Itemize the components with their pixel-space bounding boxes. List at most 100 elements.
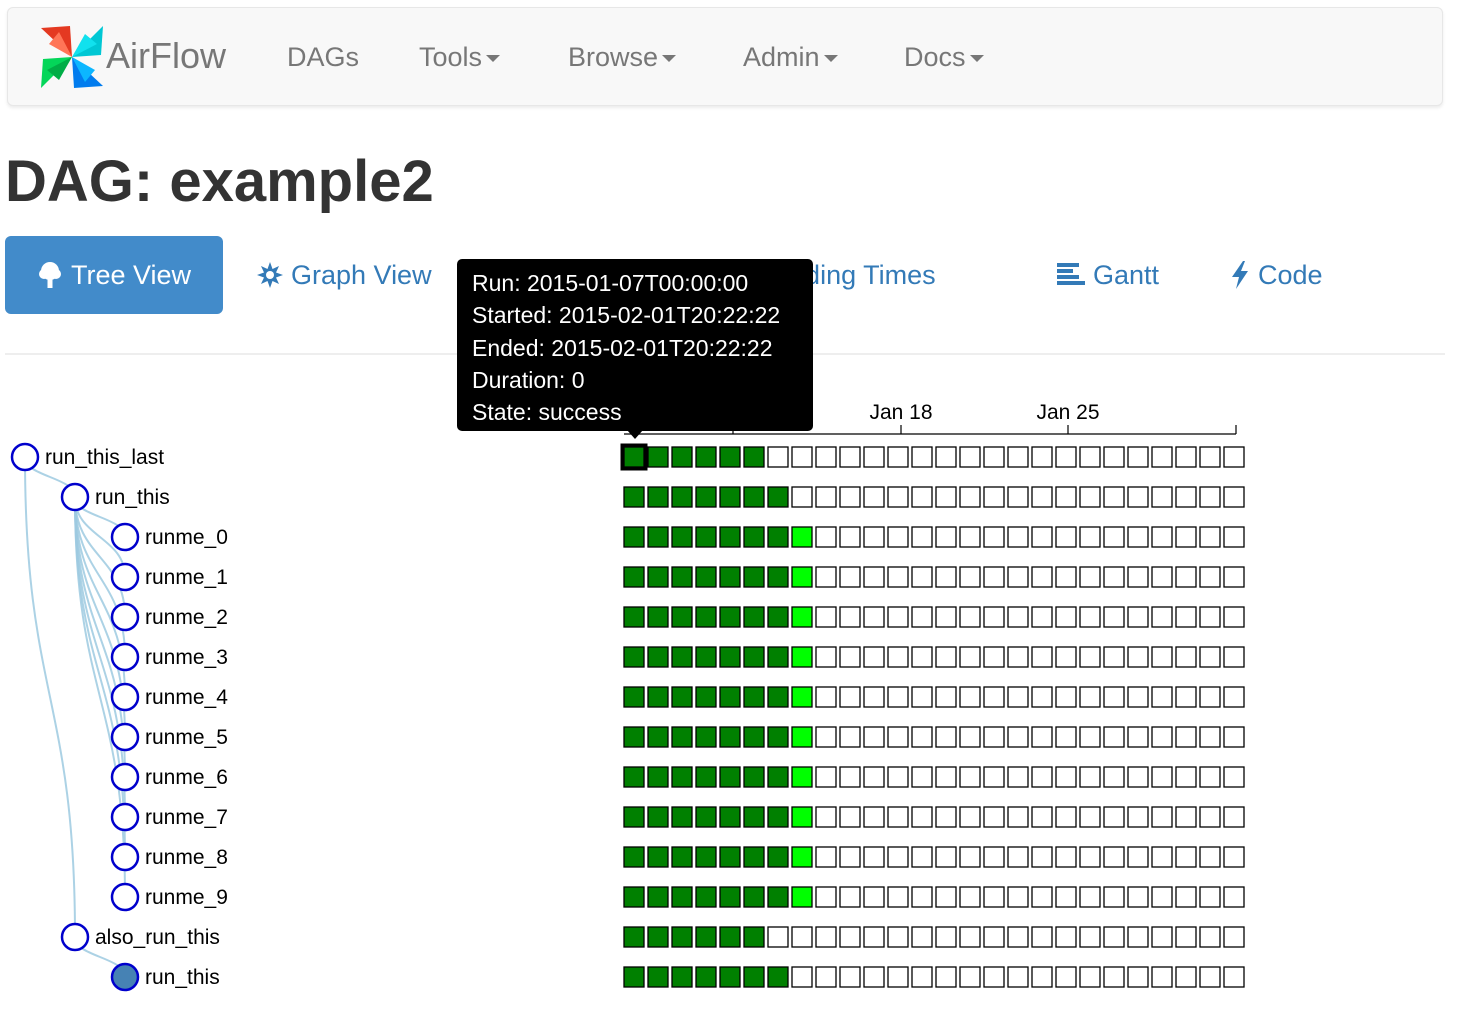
task-instance-square[interactable] (671, 766, 693, 788)
task-instance-square[interactable] (1103, 446, 1125, 468)
task-instance-square[interactable] (1151, 526, 1173, 548)
task-instance-square[interactable] (1007, 526, 1029, 548)
task-instance-square[interactable] (791, 526, 813, 548)
task-instance-square[interactable] (815, 446, 837, 468)
task-instance-square[interactable] (1031, 686, 1053, 708)
task-instance-square[interactable] (671, 486, 693, 508)
task-instance-square[interactable] (1031, 726, 1053, 748)
task-instance-square[interactable] (911, 966, 933, 988)
task-instance-square[interactable] (791, 486, 813, 508)
task-instance-square[interactable] (839, 806, 861, 828)
task-instance-square[interactable] (1175, 526, 1197, 548)
task-instance-square[interactable] (719, 446, 741, 468)
tab-code[interactable]: Code (1230, 236, 1323, 314)
task-instance-square[interactable] (695, 766, 717, 788)
task-instance-square[interactable] (1031, 486, 1053, 508)
task-instance-square[interactable] (863, 646, 885, 668)
task-instance-square[interactable] (1127, 686, 1149, 708)
task-instance-square[interactable] (647, 446, 669, 468)
task-node[interactable] (110, 642, 140, 672)
task-instance-square[interactable] (983, 606, 1005, 628)
task-instance-square[interactable] (695, 846, 717, 868)
task-instance-square[interactable] (815, 926, 837, 948)
task-instance-square[interactable] (1199, 926, 1221, 948)
task-instance-square[interactable] (935, 486, 957, 508)
task-instance-square[interactable] (839, 886, 861, 908)
task-instance-square[interactable] (623, 446, 645, 468)
task-instance-square[interactable] (623, 606, 645, 628)
task-instance-square[interactable] (887, 526, 909, 548)
task-instance-square[interactable] (1031, 606, 1053, 628)
task-instance-square[interactable] (767, 886, 789, 908)
task-instance-square[interactable] (1223, 766, 1245, 788)
task-instance-square[interactable] (623, 846, 645, 868)
task-instance-square[interactable] (767, 526, 789, 548)
task-node[interactable] (110, 882, 140, 912)
task-instance-square[interactable] (767, 766, 789, 788)
task-label[interactable]: run_this_last (45, 446, 164, 469)
task-instance-square[interactable] (1007, 806, 1029, 828)
task-instance-square[interactable] (695, 646, 717, 668)
task-instance-square[interactable] (887, 846, 909, 868)
task-instance-square[interactable] (911, 926, 933, 948)
task-instance-square[interactable] (1055, 766, 1077, 788)
task-instance-square[interactable] (1223, 726, 1245, 748)
task-instance-square[interactable] (1079, 806, 1101, 828)
task-instance-square[interactable] (1103, 646, 1125, 668)
task-instance-square[interactable] (1103, 766, 1125, 788)
task-instance-square[interactable] (863, 526, 885, 548)
task-instance-square[interactable] (767, 846, 789, 868)
task-instance-square[interactable] (1127, 446, 1149, 468)
task-instance-square[interactable] (791, 846, 813, 868)
task-instance-square[interactable] (623, 766, 645, 788)
task-instance-square[interactable] (983, 966, 1005, 988)
task-instance-square[interactable] (935, 566, 957, 588)
task-instance-square[interactable] (1055, 726, 1077, 748)
task-instance-square[interactable] (1103, 686, 1125, 708)
task-instance-square[interactable] (911, 846, 933, 868)
task-instance-square[interactable] (719, 846, 741, 868)
task-instance-square[interactable] (767, 446, 789, 468)
task-instance-square[interactable] (863, 806, 885, 828)
task-instance-square[interactable] (959, 806, 981, 828)
task-instance-square[interactable] (1175, 766, 1197, 788)
task-label[interactable]: runme_2 (145, 606, 228, 629)
nav-docs[interactable]: Docs (904, 42, 984, 73)
task-instance-square[interactable] (911, 486, 933, 508)
task-instance-square[interactable] (1223, 886, 1245, 908)
task-instance-square[interactable] (1175, 966, 1197, 988)
task-instance-square[interactable] (647, 606, 669, 628)
task-instance-square[interactable] (887, 446, 909, 468)
task-instance-square[interactable] (623, 686, 645, 708)
task-instance-square[interactable] (647, 926, 669, 948)
task-instance-square[interactable] (719, 806, 741, 828)
task-instance-square[interactable] (1127, 486, 1149, 508)
task-instance-square[interactable] (1079, 766, 1101, 788)
task-instance-square[interactable] (719, 486, 741, 508)
task-instance-square[interactable] (1199, 886, 1221, 908)
task-instance-square[interactable] (623, 526, 645, 548)
task-instance-square[interactable] (1199, 486, 1221, 508)
task-instance-square[interactable] (863, 966, 885, 988)
task-instance-square[interactable] (959, 766, 981, 788)
task-instance-square[interactable] (959, 966, 981, 988)
task-instance-square[interactable] (983, 486, 1005, 508)
task-instance-square[interactable] (767, 726, 789, 748)
task-instance-square[interactable] (1079, 486, 1101, 508)
task-instance-square[interactable] (911, 886, 933, 908)
task-label[interactable]: runme_0 (145, 526, 228, 549)
task-instance-square[interactable] (743, 446, 765, 468)
task-instance-square[interactable] (743, 646, 765, 668)
task-instance-square[interactable] (1103, 926, 1125, 948)
task-instance-square[interactable] (863, 606, 885, 628)
task-instance-square[interactable] (1055, 486, 1077, 508)
task-instance-square[interactable] (1031, 846, 1053, 868)
task-instance-square[interactable] (671, 646, 693, 668)
task-instance-square[interactable] (647, 726, 669, 748)
task-instance-square[interactable] (767, 646, 789, 668)
task-instance-square[interactable] (1031, 926, 1053, 948)
task-instance-square[interactable] (1055, 966, 1077, 988)
task-instance-square[interactable] (1175, 446, 1197, 468)
task-instance-square[interactable] (767, 566, 789, 588)
task-instance-square[interactable] (983, 566, 1005, 588)
